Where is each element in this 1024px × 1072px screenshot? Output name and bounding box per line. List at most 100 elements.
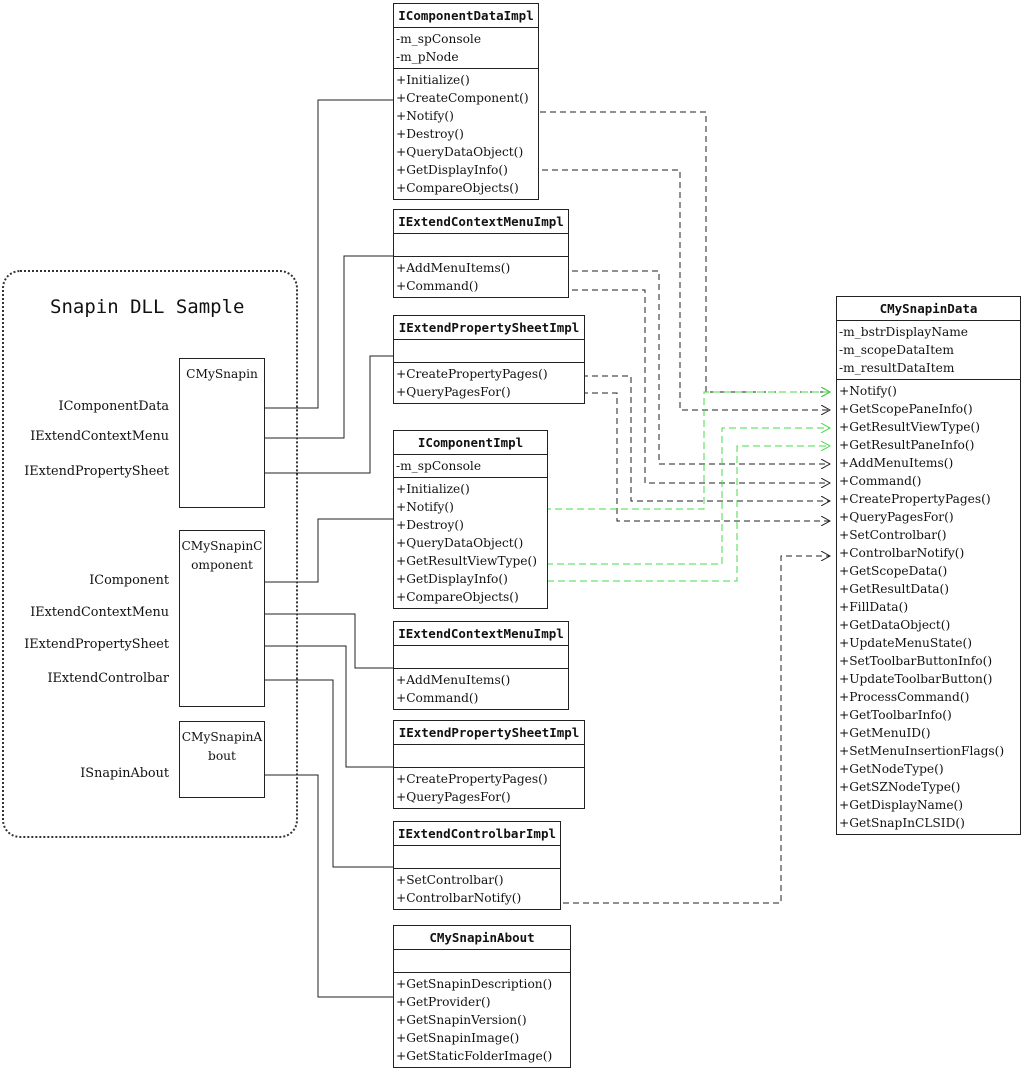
operation-getsnapinimage: +GetSnapinImage() bbox=[396, 1031, 520, 1045]
operation-getdisplayinfo: +GetDisplayInfo() bbox=[396, 572, 508, 586]
class-title: CMySnapinAbout bbox=[394, 926, 570, 950]
dep-addmenuitems bbox=[552, 270, 830, 464]
class-title: IExtendPropertySheetImpl bbox=[394, 316, 584, 340]
operation-getdataobject: +GetDataObject() bbox=[839, 618, 951, 632]
dep-createpropertypages bbox=[582, 375, 830, 501]
attribute-section bbox=[394, 340, 584, 363]
operation-gettoolbarinfo: +GetToolbarInfo() bbox=[839, 708, 952, 722]
class-cmysnapinabout[interactable]: CMySnapinAbout+GetSnapinDescription()+Ge… bbox=[393, 925, 571, 1068]
operation-section: +Initialize() +Notify() +Destroy() +QueryDa… bbox=[394, 478, 547, 608]
dep-querypagesfor bbox=[572, 392, 830, 521]
operation-section: +CreatePropertyPages() +QueryPagesFor() bbox=[394, 363, 584, 403]
operation-controlbarnotify: +ControlbarNotify() bbox=[396, 891, 522, 905]
attribute-section: -m_spConsole bbox=[394, 455, 547, 478]
class-icomponentdataimpl[interactable]: IComponentDataImpl -m_spConsole -m_pNode +I… bbox=[393, 3, 539, 200]
operation-destroy: +Destroy() bbox=[396, 127, 464, 141]
component-name: bout bbox=[208, 749, 236, 763]
operation-filldata: +FillData() bbox=[839, 600, 909, 614]
component-cmysnapincomponent[interactable]: CMySnapinC omponent bbox=[179, 530, 265, 707]
attribute-section bbox=[394, 950, 570, 973]
dep-command bbox=[552, 289, 830, 483]
attribute-section bbox=[394, 846, 560, 869]
green-getresultviewtype bbox=[546, 428, 830, 565]
green-notify bbox=[522, 392, 830, 510]
component-name: CMySnapinC bbox=[181, 539, 263, 553]
attribute-m-spconsole: -m_spConsole bbox=[396, 32, 482, 46]
attribute-m-bstrdisplayname: -m_bstrDisplayName bbox=[839, 325, 969, 339]
operation-setcontrolbar: +SetControlbar() bbox=[396, 873, 504, 887]
operation-section: +CreatePropertyPages() +QueryPagesFor() bbox=[394, 768, 584, 808]
package-boundary bbox=[2, 270, 298, 838]
class-iextendcontrolbarimpl[interactable]: IExtendControlbarImpl +SetControlbar() +Co… bbox=[393, 821, 561, 910]
operation-querydataobject: +QueryDataObject() bbox=[396, 536, 524, 550]
operation-command: +Command() bbox=[396, 691, 479, 705]
operation-initialize: +Initialize() bbox=[396, 482, 470, 496]
operation-createpropertypages: +CreatePropertyPages() bbox=[839, 492, 991, 506]
class-cmysnapindata[interactable]: CMySnapinData -m_bstrDisplayName -m_scopeD… bbox=[836, 296, 1021, 835]
operation-section: +Notify()+GetScopePaneInfo()+GetResultVi… bbox=[837, 380, 1020, 834]
interface-label: IExtendContextMenu bbox=[30, 429, 169, 444]
operation-destroy: +Destroy() bbox=[396, 518, 464, 532]
operation-getstaticfolderimage: +GetStaticFolderImage() bbox=[396, 1049, 553, 1063]
operation-getsnapinclsid: +GetSnapInCLSID() bbox=[839, 816, 965, 830]
operation-getresultviewtype: +GetResultViewType() bbox=[396, 554, 538, 568]
component-name: CMySnapin bbox=[186, 367, 258, 381]
interface-label: IExtendContextMenu bbox=[30, 605, 169, 620]
class-title: IComponentDataImpl bbox=[394, 4, 538, 28]
interface-label: IExtendPropertySheet bbox=[24, 464, 169, 479]
class-title: IExtendPropertySheetImpl bbox=[394, 721, 584, 745]
attribute-m-pnode: -m_pNode bbox=[396, 50, 459, 64]
class-title: IExtendControlbarImpl bbox=[394, 822, 560, 846]
attribute-section: -m_bstrDisplayName -m_scopeDataItem -m_res… bbox=[837, 321, 1020, 380]
operation-createpropertypages: +CreatePropertyPages() bbox=[396, 367, 548, 381]
operation-notify: +Notify() bbox=[396, 109, 454, 123]
operation-addmenuitems: +AddMenuItems() bbox=[839, 456, 954, 470]
operation-getsnapindescription: +GetSnapinDescription() bbox=[396, 977, 553, 991]
operation-section: +AddMenuItems()+Command() bbox=[394, 257, 568, 297]
operation-createcomponent: +CreateComponent() bbox=[396, 91, 529, 105]
operation-getresultviewtype: +GetResultViewType() bbox=[839, 420, 981, 434]
class-iextendcontextmenuimpl-1[interactable]: IExtendContextMenuImpl +AddMenuItems()+Co… bbox=[393, 209, 569, 298]
attribute-m-spconsole: -m_spConsole bbox=[396, 459, 482, 473]
component-name: omponent bbox=[191, 558, 253, 572]
operation-command: +Command() bbox=[396, 279, 479, 293]
dep-controlbarnotify bbox=[563, 556, 830, 904]
operation-updatemenustate: +UpdateMenuState() bbox=[839, 636, 972, 650]
attribute-section bbox=[394, 745, 584, 768]
operation-initialize: +Initialize() bbox=[396, 73, 470, 87]
operation-notify: +Notify() bbox=[396, 500, 454, 514]
operation-getresultpaneinfo: +GetResultPaneInfo() bbox=[839, 438, 975, 452]
class-title: CMySnapinData bbox=[837, 297, 1020, 321]
green-getdisplayinfo bbox=[536, 446, 830, 582]
class-title: IExtendContextMenuImpl bbox=[394, 210, 568, 234]
operation-controlbarnotify: +ControlbarNotify() bbox=[839, 546, 965, 560]
operation-updatetoolbarbutton: +UpdateToolbarButton() bbox=[839, 672, 993, 686]
operation-getsznodetype: +GetSZNodeType() bbox=[839, 780, 961, 794]
operation-getnodetype: +GetNodeType() bbox=[839, 762, 944, 776]
class-iextendcontextmenuimpl-2[interactable]: IExtendContextMenuImpl +AddMenuItems()+Co… bbox=[393, 621, 569, 710]
component-cmysnapinabout[interactable]: CMySnapinA bout bbox=[179, 721, 265, 798]
class-iextendpropertysheetimpl-2[interactable]: IExtendPropertySheetImpl +CreatePropertyP… bbox=[393, 720, 585, 809]
class-iextendpropertysheetimpl-1[interactable]: IExtendPropertySheetImpl +CreatePropertyP… bbox=[393, 315, 585, 404]
attribute-m-resultdataitem: -m_resultDataItem bbox=[839, 361, 955, 375]
attribute-section bbox=[394, 234, 568, 257]
class-title: IExtendContextMenuImpl bbox=[394, 622, 568, 646]
operation-querypagesfor: +QueryPagesFor() bbox=[396, 790, 511, 804]
attribute-m-scopedataitem: -m_scopeDataItem bbox=[839, 343, 954, 357]
operation-querydataobject: +QueryDataObject() bbox=[396, 145, 524, 159]
operation-getdisplayinfo: +GetDisplayInfo() bbox=[396, 163, 508, 177]
operation-section: +Initialize() +CreateComponent() +Notify()… bbox=[394, 69, 538, 199]
operation-querypagesfor: +QueryPagesFor() bbox=[396, 385, 511, 399]
operation-getdisplayname: +GetDisplayName() bbox=[839, 798, 964, 812]
operation-section: +GetSnapinDescription()+GetProvider()+Ge… bbox=[394, 973, 570, 1067]
class-icomponentimpl[interactable]: IComponentImpl-m_spConsole+Initialize()+… bbox=[393, 430, 548, 609]
component-cmysnapin[interactable]: CMySnapin bbox=[179, 358, 265, 508]
interface-label: IComponent bbox=[89, 573, 169, 588]
operation-createpropertypages: +CreatePropertyPages() bbox=[396, 772, 548, 786]
attribute-section: -m_spConsole -m_pNode bbox=[394, 28, 538, 69]
attribute-section bbox=[394, 646, 568, 669]
operation-compareobjects: +CompareObjects() bbox=[396, 590, 519, 604]
interface-label: ISnapinAbout bbox=[80, 766, 169, 781]
operation-section: +AddMenuItems()+Command() bbox=[394, 669, 568, 709]
interface-label: IExtendControlbar bbox=[47, 671, 170, 686]
